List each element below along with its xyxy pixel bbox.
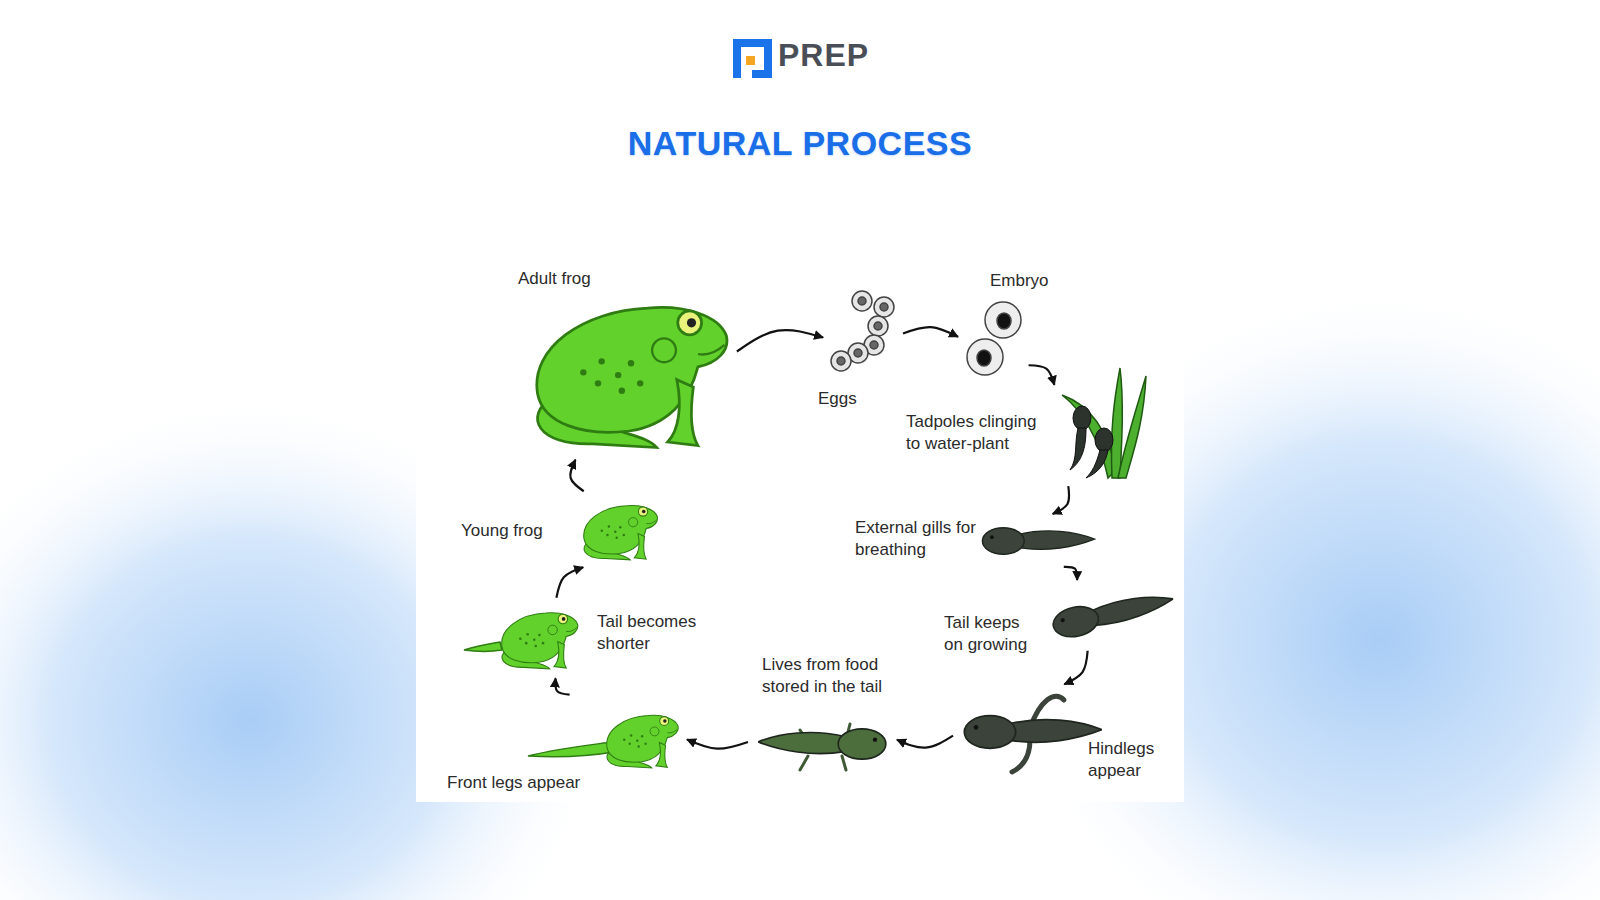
- tadpoles-clinging-figure-part: [1070, 428, 1086, 470]
- stage-label: External gills for breathing: [855, 517, 980, 561]
- hindlegs-tadpole-figure-part: [964, 716, 1102, 749]
- tadpoles-clinging-figure: [1070, 406, 1113, 478]
- stage-node: Front legs appear: [530, 700, 680, 772]
- stage-label-box: Tail becomes shorter: [597, 611, 712, 655]
- eggs-figure-part: [874, 322, 882, 330]
- embryo-figure-part: [997, 313, 1011, 329]
- stage-label: Young frog: [461, 520, 543, 542]
- stage-label-box: Eggs: [818, 388, 857, 410]
- eggs-figure-part: [852, 291, 872, 311]
- embryo-figure-part: [977, 350, 991, 366]
- young-frog-figure: [584, 506, 658, 560]
- short-tail-froglet-figure-part: [464, 642, 502, 652]
- water-plant-figure: [1062, 368, 1146, 478]
- eggs-figure-part: [837, 357, 845, 365]
- tadpoles-clinging-figure-part: [1073, 406, 1091, 430]
- cycle-arrow: [1053, 486, 1069, 514]
- prep-logo-icon-part: [733, 39, 772, 78]
- stage-label: Lives from food stored in the tail: [762, 654, 907, 698]
- eggs-figure-part: [880, 303, 888, 311]
- stage-node: Tadpoles clinging to water-plant: [1060, 365, 1148, 480]
- stage-label-box: Front legs appear: [447, 772, 580, 794]
- stage-label-box: Young frog: [461, 520, 543, 542]
- stage-label-box: Embryo: [990, 270, 1049, 292]
- cycle-arrow: [1029, 365, 1055, 385]
- stage-label: Tail becomes shorter: [597, 611, 712, 655]
- short-tail-froglet-figure: [464, 613, 578, 669]
- eggs-figure-part: [831, 351, 851, 371]
- front-legs-froglet-figure: [528, 715, 678, 768]
- adult-frog-figure-part: [537, 307, 727, 447]
- stage-label: Tadpoles clinging to water-plant: [906, 411, 1051, 455]
- brand-name: PREP: [778, 37, 869, 74]
- stage-label: Adult frog: [518, 268, 591, 290]
- cycle-arrow: [897, 736, 953, 748]
- front-legs-froglet-figure-part: [607, 715, 678, 768]
- tadpoles-clinging-figure-part: [1095, 428, 1113, 452]
- tadpoles-clinging-figure-part: [1086, 450, 1108, 478]
- gill-tadpole-figure-part: [982, 528, 1094, 555]
- hindlegs-tadpole-figure-part: [1012, 740, 1030, 772]
- water-plant-figure-part: [1118, 376, 1146, 478]
- stage-node: Embryo: [965, 300, 1023, 378]
- stage-node: Lives from food stored in the tail: [755, 712, 890, 778]
- gill-tadpole-figure: [982, 528, 1094, 555]
- growing-tadpole-figure: [1050, 587, 1176, 641]
- eggs-figure-part: [858, 297, 866, 305]
- growing-tadpole-figure-part: [1050, 587, 1176, 641]
- hindlegs-tadpole-figure: [964, 696, 1102, 772]
- short-tail-froglet-figure-part: [502, 613, 578, 669]
- prep-logo-icon-part: [746, 56, 755, 65]
- stage-node: Adult frog: [510, 288, 730, 453]
- eggs-figure: [831, 291, 894, 371]
- stage-label: Embryo: [990, 270, 1049, 292]
- page-title: NATURAL PROCESS: [0, 124, 1600, 163]
- stage-label: Hindlegs appear: [1088, 738, 1170, 782]
- cycle-arrow: [1064, 567, 1077, 580]
- stage-label-box: Tail keeps on growing: [944, 612, 1040, 656]
- young-frog-figure-part: [584, 506, 658, 560]
- stage-node: Tail keeps on growing: [1050, 585, 1175, 645]
- feeding-tadpole-figure-part: [758, 729, 886, 759]
- cycle-arrow: [570, 460, 583, 491]
- cycle-arrow: [737, 330, 823, 351]
- stage-label-box: Hindlegs appear: [1088, 738, 1170, 782]
- cycle-arrow: [1064, 651, 1087, 685]
- eggs-figure-part: [868, 316, 888, 336]
- embryo-figure: [967, 302, 1021, 375]
- stage-node: Eggs: [830, 289, 896, 373]
- eggs-figure-part: [854, 349, 862, 357]
- stage-label: Front legs appear: [447, 772, 580, 794]
- stage-label: Tail keeps on growing: [944, 612, 1040, 656]
- cycle-arrow: [556, 567, 583, 597]
- embryo-figure-part: [967, 339, 1003, 375]
- stage-node: External gills for breathing: [975, 520, 1100, 562]
- front-legs-froglet-figure-part: [528, 742, 614, 757]
- water-plant-figure-part: [1062, 395, 1116, 478]
- prep-logo-icon: [733, 39, 772, 78]
- eggs-figure-part: [870, 341, 878, 349]
- cycle-arrow: [687, 739, 748, 748]
- stage-label-box: External gills for breathing: [855, 517, 980, 561]
- adult-frog-figure: [537, 307, 727, 447]
- eggs-figure-part: [874, 297, 894, 317]
- embryo-figure-part: [985, 302, 1021, 338]
- cycle-arrow: [903, 327, 958, 337]
- stage-label-box: Lives from food stored in the tail: [762, 654, 907, 698]
- stage-label-box: Tadpoles clinging to water-plant: [906, 411, 1051, 455]
- white-panel: [416, 255, 1184, 802]
- cycle-arrow: [555, 678, 569, 694]
- stage-label-box: Adult frog: [518, 268, 591, 290]
- stage-label: Eggs: [818, 388, 857, 410]
- feeding-tadpole-figure: [758, 724, 886, 770]
- stage-node: Hindlegs appear: [960, 690, 1105, 770]
- water-plant-figure-part: [1111, 368, 1122, 478]
- connector-group: [555, 327, 1087, 749]
- stage-node: Young frog: [560, 498, 672, 562]
- stage-node: Tail becomes shorter: [462, 603, 580, 673]
